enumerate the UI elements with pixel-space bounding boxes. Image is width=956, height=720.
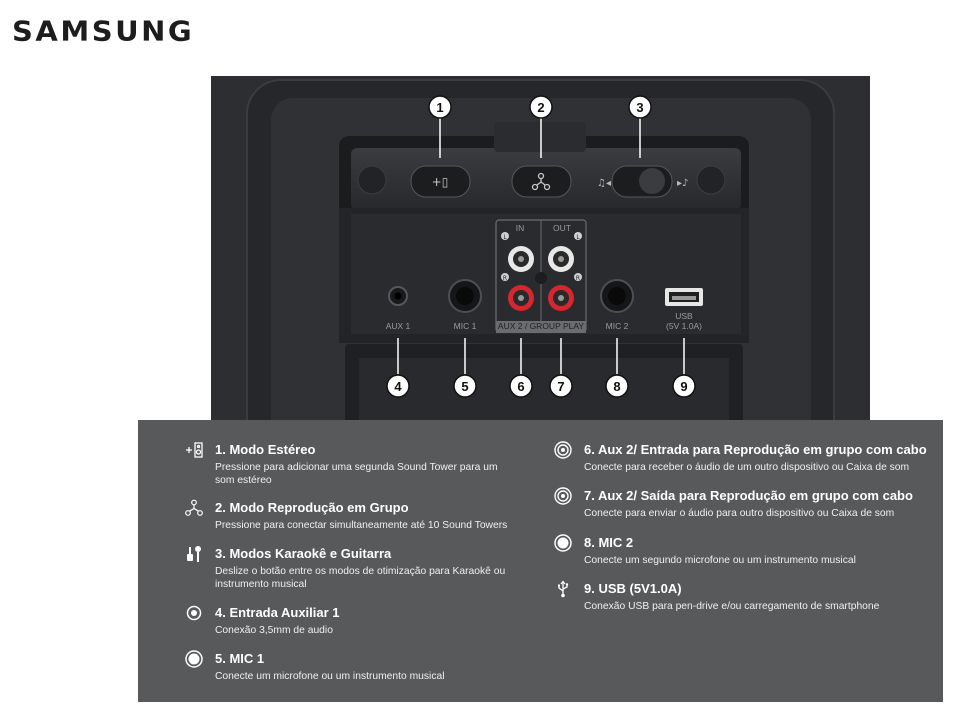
rca-jack-icon xyxy=(554,441,572,459)
svg-text:4: 4 xyxy=(394,379,402,394)
aux1-label: AUX 1 xyxy=(386,321,411,331)
svg-text:R: R xyxy=(576,275,580,282)
mic2-jack[interactable] xyxy=(600,279,634,313)
usb-icon xyxy=(558,580,569,598)
svg-text:+▯: +▯ xyxy=(432,175,449,189)
mic-jack-icon xyxy=(554,534,572,552)
svg-text:8: 8 xyxy=(613,379,620,394)
aux-jack-icon xyxy=(186,605,202,621)
mic2-label: MIC 2 xyxy=(606,321,629,331)
aux2-label: AUX 2 / GROUP PLAY xyxy=(498,321,584,331)
svg-text:L: L xyxy=(503,234,507,241)
svg-text:7: 7 xyxy=(557,379,564,394)
speaker-rear-panel-image: +▯ ♫◂ ▸♪ IN OUT L L R R AUX 1 MIC 1 AUX … xyxy=(211,76,870,420)
callout-4: 4 xyxy=(386,374,410,398)
aux1-jack[interactable] xyxy=(388,286,408,306)
karaoke-guitar-icon xyxy=(187,546,201,562)
callout-7: 7 xyxy=(549,374,573,398)
rca-in-white[interactable] xyxy=(508,246,534,272)
callout-3: 3 xyxy=(628,95,652,119)
mic-jack-icon xyxy=(185,650,203,668)
legend-item-6: 6. Aux 2/ Entrada para Reprodução em gru… xyxy=(554,441,927,475)
svg-text:▸♪: ▸♪ xyxy=(677,178,688,189)
legend-item-2: 2. Modo Reprodução em Grupo Pressione pa… xyxy=(185,499,515,533)
svg-text:♫◂: ♫◂ xyxy=(597,178,611,189)
rca-out-white[interactable] xyxy=(548,246,574,272)
rca-in-label: IN xyxy=(516,223,525,233)
feature-legend-panel: 1. Modo Estéreo Pressione para adicionar… xyxy=(138,420,943,702)
svg-text:3: 3 xyxy=(636,100,643,115)
samsung-logo: SAMSUNG xyxy=(12,14,195,48)
rca-out-red[interactable] xyxy=(548,285,574,311)
legend-item-1: 1. Modo Estéreo Pressione para adicionar… xyxy=(186,442,515,487)
legend-item-9: 9. USB (5V1.0A) Conexão USB para pen-dri… xyxy=(558,580,924,614)
callout-8: 8 xyxy=(605,374,629,398)
svg-text:9: 9 xyxy=(680,379,687,394)
svg-text:L: L xyxy=(576,234,580,241)
callout-1: 1 xyxy=(428,95,452,119)
group-play-icon xyxy=(185,499,203,516)
usb-port[interactable] xyxy=(665,288,703,306)
callout-2: 2 xyxy=(529,95,553,119)
svg-text:1: 1 xyxy=(436,100,443,115)
svg-text:6: 6 xyxy=(517,379,524,394)
callout-9: 9 xyxy=(672,374,696,398)
legend-item-3: 3. Modos Karaokê e Guitarra Deslize o bo… xyxy=(187,546,515,591)
callout-6: 6 xyxy=(509,374,533,398)
rca-in-red[interactable] xyxy=(508,285,534,311)
svg-text:2: 2 xyxy=(537,100,544,115)
rca-out-label: OUT xyxy=(553,223,571,233)
legend-item-4: 4. Entrada Auxiliar 1 Conexão 3,5mm de a… xyxy=(186,605,515,638)
mic1-label: MIC 1 xyxy=(454,321,477,331)
usb-label: USB xyxy=(675,311,693,321)
legend-item-8: 8. MIC 2 Conecte um segundo microfone ou… xyxy=(554,534,924,568)
svg-text:R: R xyxy=(503,275,507,282)
legend-item-5: 5. MIC 1 Conecte um microfone ou um inst… xyxy=(185,650,515,684)
legend-item-7: 7. Aux 2/ Saída para Reprodução em grupo… xyxy=(554,487,924,521)
mic1-jack[interactable] xyxy=(448,279,482,313)
stereo-add-icon xyxy=(186,442,203,458)
callout-5: 5 xyxy=(453,374,477,398)
usb-rating-label: (5V 1.0A) xyxy=(666,321,702,331)
rca-jack-icon xyxy=(554,487,572,505)
svg-text:5: 5 xyxy=(461,379,468,394)
